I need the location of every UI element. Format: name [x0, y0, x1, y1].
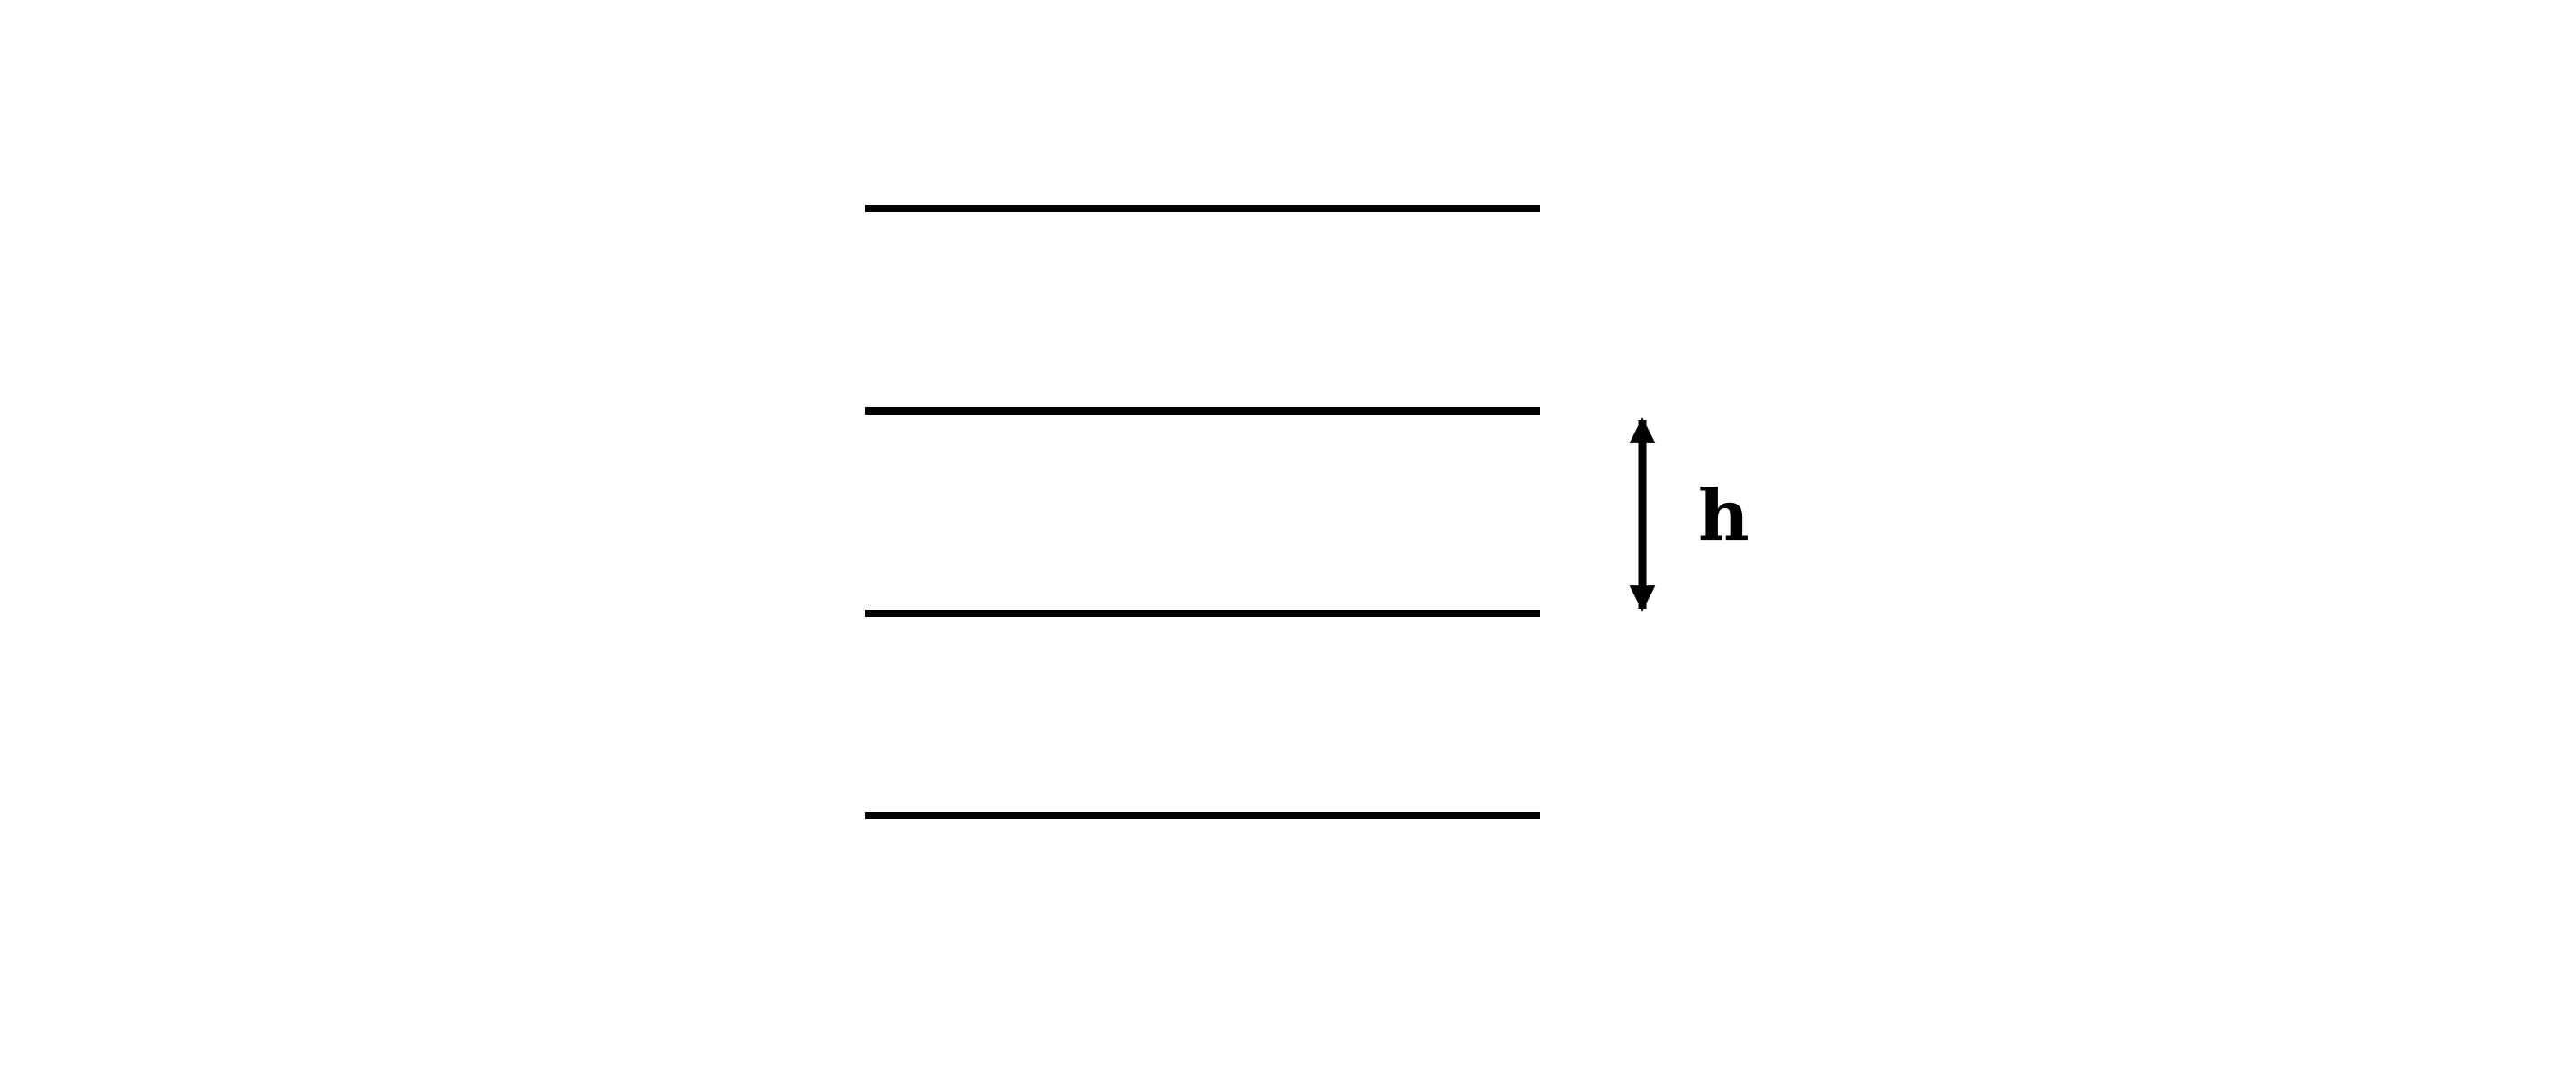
horizontal-lines-group	[865, 205, 1540, 819]
spacing-label: h	[1698, 475, 1749, 557]
